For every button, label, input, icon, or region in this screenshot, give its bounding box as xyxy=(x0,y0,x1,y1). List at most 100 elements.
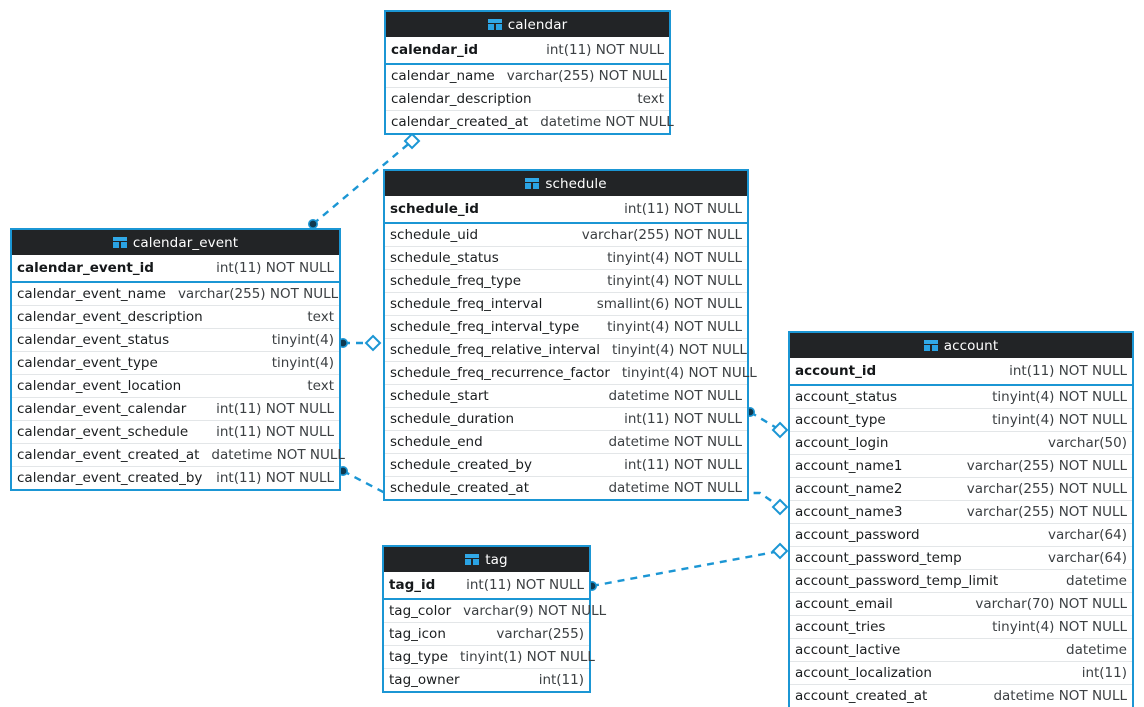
table-header-tag[interactable]: tag xyxy=(384,547,589,572)
column-type: tinyint(4) NOT NULL xyxy=(607,273,742,289)
column-type: int(11) NOT NULL xyxy=(466,577,584,593)
table-header-schedule[interactable]: schedule xyxy=(385,171,747,196)
relationship-endpoint-dot xyxy=(307,219,318,230)
primary-key-row[interactable]: account_id int(11) NOT NULL xyxy=(790,358,1132,386)
column-name: tag_type xyxy=(389,649,449,665)
column-name: calendar_created_at xyxy=(391,114,529,130)
column-type: tinyint(4) NOT NULL xyxy=(992,619,1127,635)
column-type: varchar(255) NOT NULL xyxy=(177,286,339,302)
relationship-endpoint-diamond xyxy=(403,132,421,150)
column-type: varchar(255) NOT NULL xyxy=(966,504,1127,520)
column-name: calendar_event_created_at xyxy=(17,447,200,463)
column-type: int(11) NOT NULL xyxy=(216,260,334,276)
column-name: account_status xyxy=(795,389,898,405)
column-name: account_name2 xyxy=(795,481,903,497)
column-type: tinyint(4) NOT NULL xyxy=(992,412,1127,428)
column-row[interactable]: account_name1 varchar(255) NOT NULL xyxy=(790,455,1132,478)
column-name: account_password_temp_limit xyxy=(795,573,999,589)
column-name: account_id xyxy=(795,363,877,379)
table-header-account[interactable]: account xyxy=(790,333,1132,358)
rel-calendar-event-schedule[interactable] xyxy=(337,334,382,352)
rel-schedule-account[interactable] xyxy=(744,406,789,439)
table-icon xyxy=(525,178,540,189)
table-name: account xyxy=(943,337,999,354)
column-name: schedule_start xyxy=(390,388,489,404)
table-header-calendar_event[interactable]: calendar_event xyxy=(12,230,339,255)
column-type: int(11) NOT NULL xyxy=(1009,363,1127,379)
relationship-endpoint-diamond xyxy=(771,421,789,439)
column-name: calendar_event_location xyxy=(17,378,182,394)
table-name: calendar_event xyxy=(132,234,239,251)
table-header-calendar[interactable]: calendar xyxy=(386,12,669,37)
column-name: schedule_uid xyxy=(390,227,479,243)
column-name: account_name1 xyxy=(795,458,903,474)
column-row[interactable]: calendar_created_at datetime NOT NULL xyxy=(386,111,674,133)
relationship-line xyxy=(749,410,781,432)
column-name: account_password xyxy=(795,527,920,543)
table-icon xyxy=(112,237,127,248)
rel-tag-account[interactable] xyxy=(586,542,789,591)
column-name: schedule_freq_recurrence_factor xyxy=(390,365,610,381)
column-type: int(11) NOT NULL xyxy=(546,42,664,58)
column-type: datetime NOT NULL xyxy=(608,480,742,496)
column-name: account_password_temp xyxy=(795,550,962,566)
column-type: tinyint(4) xyxy=(271,355,334,371)
column-type: datetime NOT NULL xyxy=(540,114,674,130)
column-name: calendar_description xyxy=(391,91,532,107)
column-name: account_name3 xyxy=(795,504,903,520)
column-row[interactable]: account_name3 varchar(255) NOT NULL xyxy=(790,501,1132,524)
column-name: schedule_end xyxy=(390,434,483,450)
column-type: varchar(255) NOT NULL xyxy=(966,458,1127,474)
